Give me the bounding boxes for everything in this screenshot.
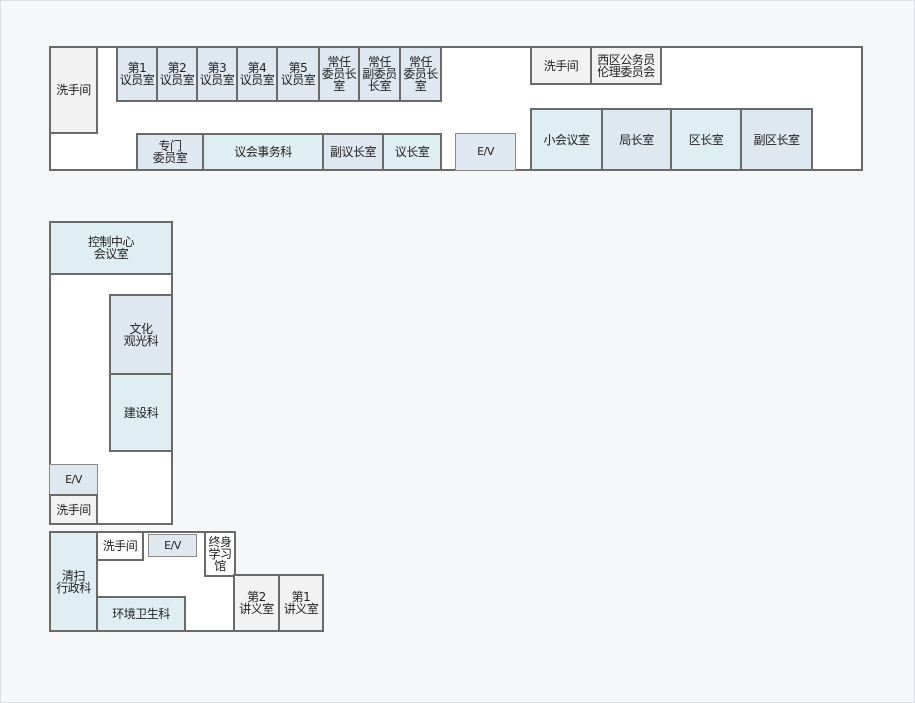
lifelong-learning-center[interactable]: 终身 学习 馆 — [204, 531, 236, 577]
lecture-room-2[interactable]: 第2 讲义室 — [233, 574, 280, 632]
elevator-top[interactable]: E/V — [455, 133, 516, 171]
standing-committee-vice-chair-room[interactable]: 常任 副委员 长室 — [358, 46, 401, 102]
vice-district-head-room[interactable]: 副区长室 — [740, 108, 813, 171]
elevator-middle[interactable]: E/V — [49, 464, 98, 496]
small-meeting-room[interactable]: 小会议室 — [530, 108, 603, 171]
council-member-room-4[interactable]: 第4 议员室 — [236, 46, 278, 102]
special-committee-room[interactable]: 专门 委员室 — [136, 133, 204, 171]
control-center-meeting-room[interactable]: 控制中心 会议室 — [49, 221, 173, 275]
ethics-committee-room[interactable]: 西区公务员 伦理委员会 — [590, 46, 662, 85]
cleaning-administration-section[interactable]: 清扫 行政科 — [49, 531, 98, 632]
culture-tourism-section[interactable]: 文化 观光科 — [109, 294, 173, 375]
chair-room[interactable]: 议长室 — [382, 133, 442, 171]
standing-committee-chair-room-1[interactable]: 常任 委员长 室 — [318, 46, 360, 102]
standing-committee-chair-room-2[interactable]: 常任 委员长 室 — [399, 46, 442, 102]
restroom-bottom[interactable]: 洗手间 — [96, 531, 144, 561]
council-affairs-section[interactable]: 议会事务科 — [202, 133, 324, 171]
environmental-sanitation-section[interactable]: 环境卫生科 — [96, 596, 186, 632]
construction-section[interactable]: 建设科 — [109, 373, 173, 452]
restroom-top-right[interactable]: 洗手间 — [530, 46, 592, 85]
council-member-room-1[interactable]: 第1 议员室 — [116, 46, 158, 102]
restroom-top-left[interactable]: 洗手间 — [49, 46, 98, 134]
council-member-room-5[interactable]: 第5 议员室 — [276, 46, 320, 102]
restroom-middle[interactable]: 洗手间 — [49, 494, 98, 525]
bureau-chief-room[interactable]: 局长室 — [601, 108, 672, 171]
council-member-room-3[interactable]: 第3 议员室 — [196, 46, 238, 102]
elevator-bottom[interactable]: E/V — [148, 534, 197, 557]
council-member-room-2[interactable]: 第2 议员室 — [156, 46, 198, 102]
lecture-room-1[interactable]: 第1 讲义室 — [278, 574, 324, 632]
vice-chair-room[interactable]: 副议长室 — [322, 133, 384, 171]
district-head-room[interactable]: 区长室 — [670, 108, 742, 171]
